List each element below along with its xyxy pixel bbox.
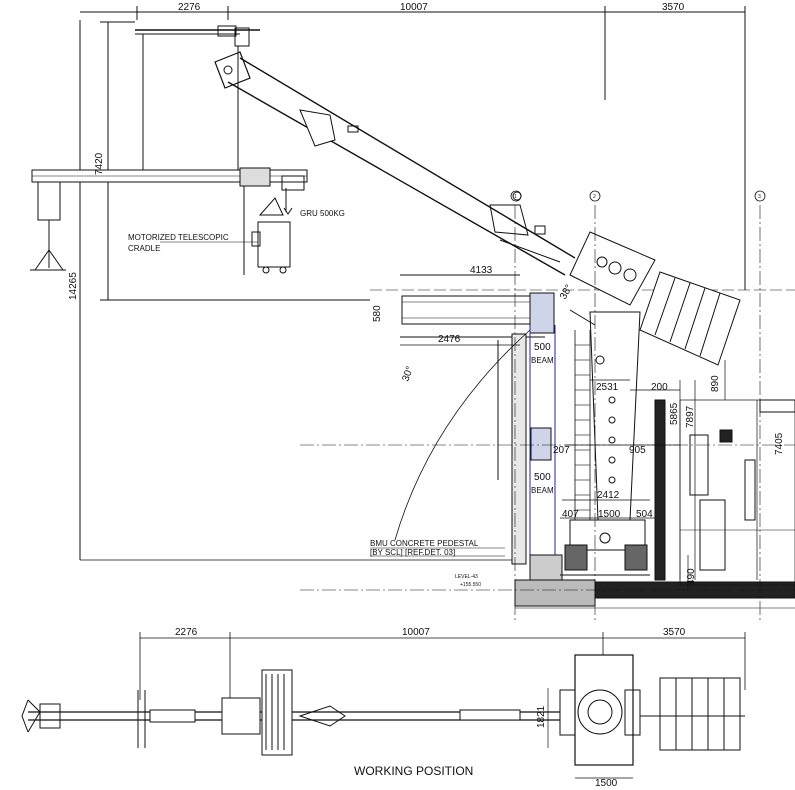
- bmu-mast: [569, 309, 641, 521]
- angle-30-label: 30°: [400, 365, 416, 383]
- dim-7420: 7420: [94, 152, 105, 175]
- cradle: [251, 188, 293, 274]
- dim-14265: 14265: [68, 272, 79, 300]
- plan-dim-3570: 3570: [663, 627, 686, 638]
- bmu-base-carriage: [560, 519, 650, 576]
- plan-dimension-chain: [139, 632, 746, 700]
- dim-5865: 5865: [669, 402, 680, 425]
- machine-head: [569, 231, 741, 366]
- leader-lines: [160, 241, 505, 557]
- angle-arc-30: [394, 329, 531, 541]
- telescopic-jib: [30, 167, 308, 275]
- dim-200: 200: [651, 382, 668, 393]
- grid-bubble-3: 3: [758, 194, 761, 200]
- dim-207: 207: [553, 445, 570, 456]
- beam-label-upper: BEAM: [531, 356, 554, 365]
- plan-dim-1500: 1500: [595, 778, 618, 789]
- beam-label-lower: BEAM: [531, 486, 554, 495]
- dim-890: 890: [710, 375, 721, 392]
- grid-bubbles: [510, 190, 766, 202]
- dim-4133: 4133: [470, 265, 493, 276]
- dim-905: 905: [629, 445, 646, 456]
- left-vertical-dimensions: [80, 21, 520, 561]
- dim-490: 490: [686, 568, 697, 585]
- main-boom: [227, 57, 576, 276]
- plan-dim-2276: 2276: [175, 627, 198, 638]
- dim-1500-elevation: 1500: [598, 509, 621, 520]
- grid-lines: [300, 205, 795, 620]
- plan-dim-10007: 10007: [402, 627, 430, 638]
- dim-2412: 2412: [597, 490, 620, 501]
- cradle-label-line1: MOTORIZED TELESCOPIC: [128, 233, 229, 242]
- plan-dim-labels: 2276 10007 3570 1821 1500: [175, 627, 686, 789]
- drawing-caption: WORKING POSITION: [354, 764, 473, 778]
- right-equipment: [654, 399, 795, 586]
- grid-bubble-2: 2: [593, 194, 596, 200]
- grid-bubble-1: 1: [514, 194, 517, 200]
- dim-top-2276: 2276: [178, 2, 201, 13]
- dim-580: 580: [372, 305, 383, 322]
- plan-dim-1821: 1821: [536, 705, 547, 728]
- dim-504: 504: [636, 509, 653, 520]
- dim-7405: 7405: [774, 432, 785, 455]
- pedestal-label-line1: BMU CONCRETE PEDESTAL: [370, 539, 479, 548]
- dim-2476: 2476: [438, 334, 461, 345]
- right-vertical-dimensions: [400, 344, 758, 590]
- gru-label: GRU 500KG: [300, 209, 345, 218]
- dim-top-3570: 3570: [662, 2, 685, 13]
- dim-top-10007: 10007: [400, 2, 428, 13]
- dim-407: 407: [562, 509, 579, 520]
- dim-500-lower: 500: [534, 472, 551, 483]
- roof-slab: [370, 274, 795, 338]
- roof-floor: [514, 579, 795, 609]
- cradle-label-line2: CRADLE: [128, 244, 160, 253]
- level-label: LEVEL-43: [455, 574, 478, 580]
- davit-head: [135, 25, 260, 175]
- top-dimension-chain: [79, 6, 746, 560]
- dim-2531: 2531: [596, 382, 619, 393]
- pedestal-label-line2: [BY SCL] [REF.DET. 03]: [370, 548, 455, 557]
- dim-500-upper: 500: [534, 342, 551, 353]
- access-ladder: [575, 344, 590, 511]
- plan-view: [21, 654, 745, 779]
- top-dim-labels: 2276 10007 3570: [178, 2, 685, 13]
- dim-7897: 7897: [685, 405, 696, 428]
- level-value: +155.550: [460, 582, 481, 588]
- angle-38-label: 38°: [558, 283, 575, 302]
